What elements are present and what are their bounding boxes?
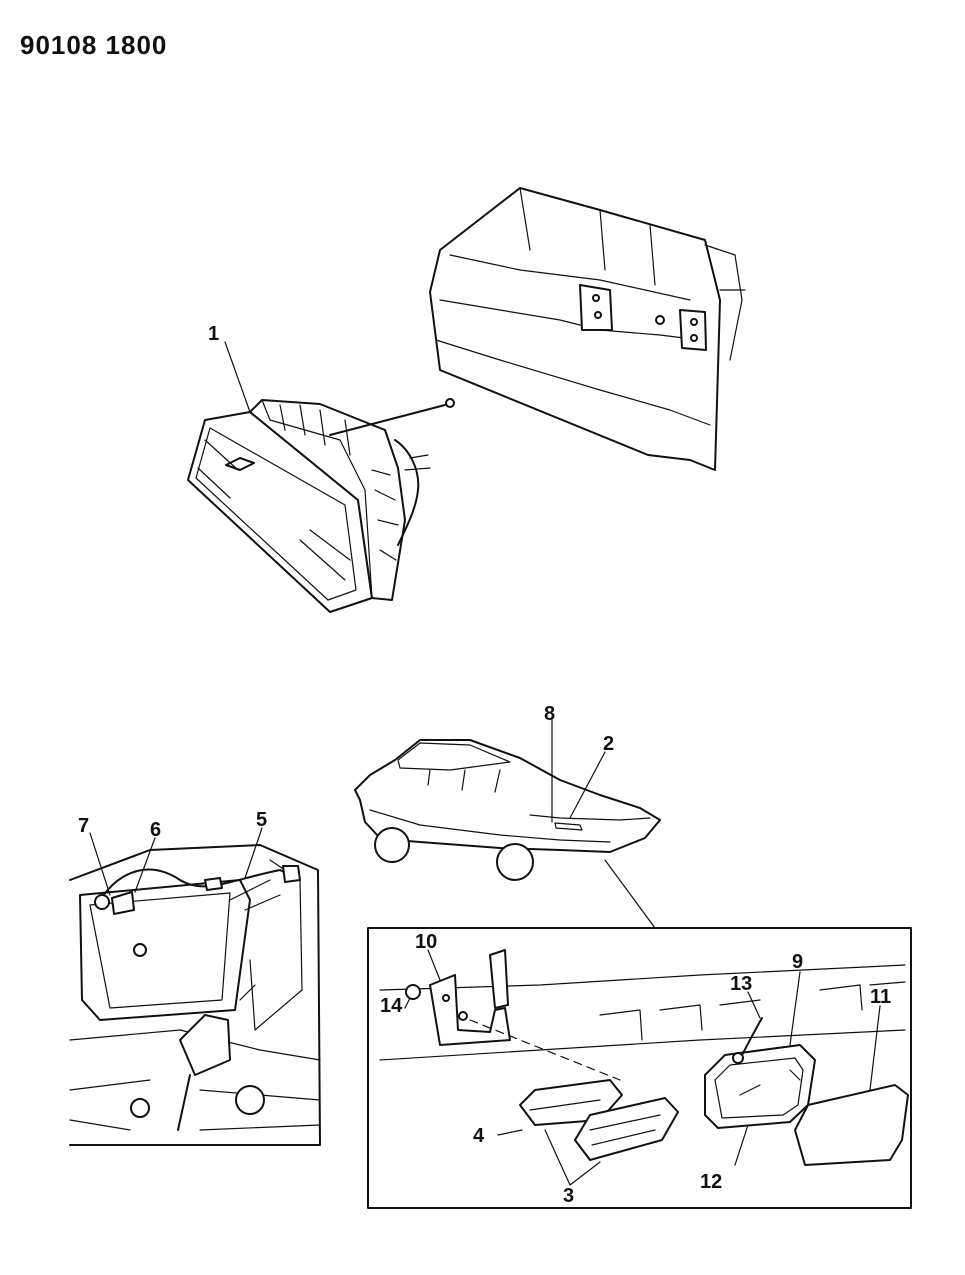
leader-6 (134, 837, 156, 893)
leader-2 (569, 751, 606, 819)
parking-lamp-detail (379, 949, 909, 1166)
callout-7: 7 (78, 815, 89, 837)
leader-3 (544, 1129, 601, 1186)
leader-5 (244, 827, 263, 879)
callout-4: 4 (473, 1125, 485, 1147)
headlamp-assembly (187, 398, 455, 613)
leader-14 (404, 997, 411, 1009)
leader-10 (427, 949, 441, 981)
callout-14: 14 (380, 995, 403, 1017)
callout-13: 13 (730, 973, 752, 995)
leader-1 (224, 341, 251, 413)
leader-7 (89, 832, 111, 896)
leader-4 (497, 1129, 523, 1136)
front-end-panel (429, 187, 746, 471)
leader-11 (869, 1005, 881, 1091)
callout-12: 12 (700, 1171, 722, 1193)
callout-11: 11 (870, 986, 891, 1008)
car-overview (354, 739, 661, 881)
callout-2: 2 (603, 733, 614, 755)
callout-9: 9 (792, 951, 803, 973)
detail-inset-frame (367, 927, 912, 1209)
leader-9 (789, 971, 801, 1046)
leader-12 (734, 1124, 749, 1166)
callout-6: 6 (150, 819, 161, 841)
callout-10: 10 (415, 931, 437, 953)
engine-bay-wiring (69, 844, 321, 1146)
leader-13 (747, 991, 761, 1019)
callout-1: 1 (208, 323, 219, 345)
callout-3: 3 (563, 1185, 574, 1207)
leader-car-to-inset (604, 859, 656, 929)
diagram-code: 90108 1800 (20, 30, 168, 60)
callout-8: 8 (544, 703, 555, 725)
callout-5: 5 (256, 809, 267, 831)
